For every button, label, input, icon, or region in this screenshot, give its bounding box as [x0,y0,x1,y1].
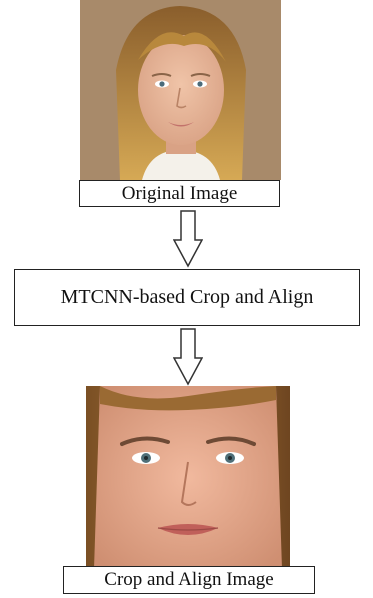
original-image-label: Original Image [79,180,280,207]
mtcnn-crop-align-step: MTCNN-based Crop and Align [14,269,360,326]
result-image-label: Crop and Align Image [63,566,315,594]
aligned-face-image [86,386,290,569]
down-arrow-icon [173,210,203,268]
original-face-image [80,0,281,180]
down-arrow-icon [173,328,203,386]
